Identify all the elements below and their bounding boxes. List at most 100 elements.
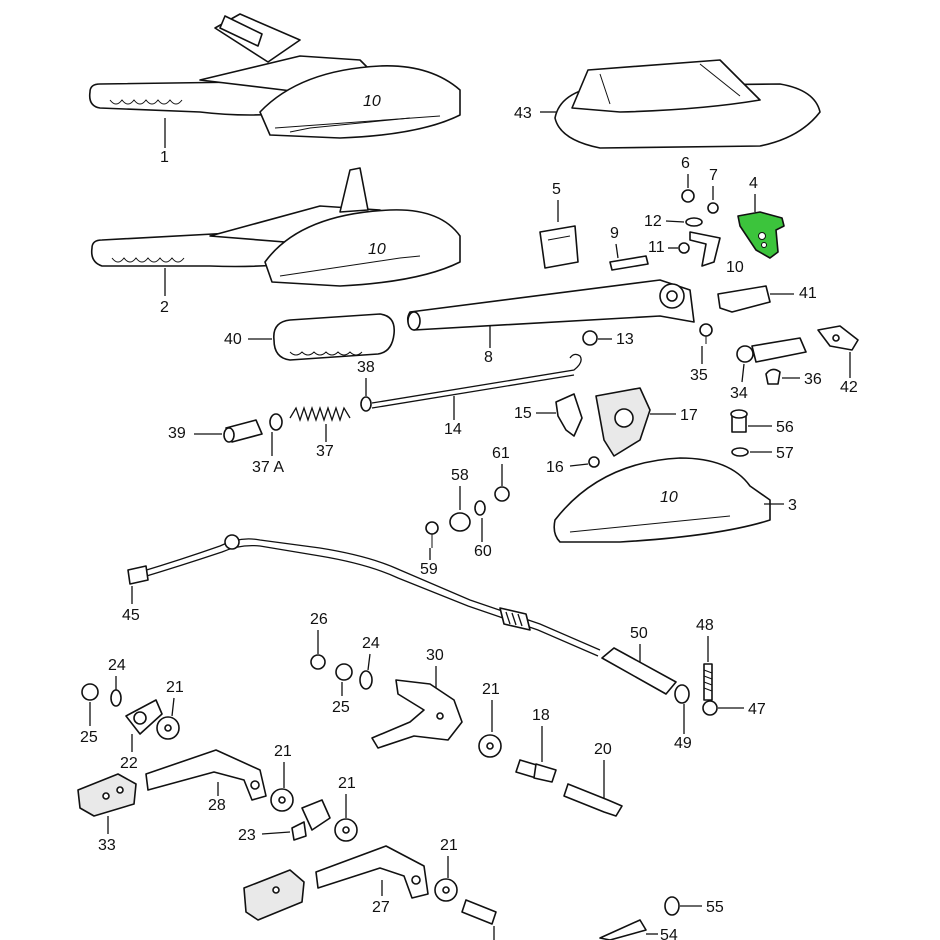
- part-15-pawl[interactable]: [555, 393, 583, 437]
- part-10-link[interactable]: [689, 231, 721, 267]
- part-22-plate-small[interactable]: [301, 799, 331, 831]
- part-59-screw[interactable]: [425, 521, 439, 548]
- part-45-brake-cable[interactable]: [127, 534, 601, 657]
- part-56-bolt[interactable]: [730, 409, 748, 433]
- part-54-rod[interactable]: [599, 919, 647, 940]
- callout-4: 4: [749, 175, 758, 192]
- part-1-handbrake-lever[interactable]: [88, 13, 461, 139]
- callout-21d: 21: [482, 681, 500, 698]
- part-3-lever-base[interactable]: [553, 457, 771, 543]
- part-13-nut[interactable]: [582, 330, 598, 346]
- part-bolt-bottom[interactable]: [461, 899, 497, 925]
- callout-40: 40: [224, 331, 242, 348]
- part-8-lever-shaft[interactable]: [406, 279, 695, 331]
- callout-61: 61: [492, 445, 510, 462]
- callout-8: 8: [484, 349, 493, 366]
- part-47-nut[interactable]: [702, 700, 718, 716]
- part-5-bracket[interactable]: [539, 225, 579, 269]
- callout-1: 1: [160, 149, 169, 166]
- callout-60: 60: [474, 543, 492, 560]
- part-16-pin[interactable]: [588, 456, 600, 468]
- part-28-lever[interactable]: [145, 749, 267, 801]
- part-21-washer-d[interactable]: [478, 734, 502, 758]
- part-27-lever[interactable]: [315, 845, 429, 899]
- callout-20: 20: [594, 741, 612, 758]
- part-22-plate[interactable]: [125, 699, 163, 735]
- part-4-highlighted-bracket[interactable]: [737, 211, 785, 259]
- callout-47: 47: [748, 701, 766, 718]
- callout-21c: 21: [338, 775, 356, 792]
- part-12-washer[interactable]: [685, 217, 703, 227]
- callout-35: 35: [690, 367, 708, 384]
- part-38-washer[interactable]: [360, 396, 372, 412]
- part-61-nut[interactable]: [494, 486, 510, 502]
- part-21-washer-b[interactable]: [270, 788, 294, 812]
- callout-5: 5: [552, 181, 561, 198]
- part-18-bolt[interactable]: [515, 759, 557, 783]
- part-36-clip[interactable]: [765, 368, 781, 385]
- part-48-stud[interactable]: [703, 663, 713, 701]
- callout-30: 30: [426, 647, 444, 664]
- part-6-bolt[interactable]: [681, 189, 695, 203]
- part-55-nut[interactable]: [664, 896, 680, 916]
- callout-10: 10: [726, 259, 744, 276]
- part-30-bracket[interactable]: [371, 679, 463, 749]
- callout-14: 14: [444, 421, 462, 438]
- part-7-nut[interactable]: [707, 202, 719, 214]
- part-43-boot[interactable]: [554, 59, 821, 149]
- part-37-spring[interactable]: [289, 405, 351, 423]
- part-35-bolt[interactable]: [699, 323, 713, 344]
- part-20-pin[interactable]: [563, 783, 623, 817]
- part-58-clamp[interactable]: [449, 512, 471, 532]
- part-25-nut-mid[interactable]: [335, 663, 353, 681]
- part-17-ratchet-sector[interactable]: [595, 387, 651, 457]
- callout-24b: 24: [362, 635, 380, 652]
- callout-28: 28: [208, 797, 226, 814]
- callout-34: 34: [730, 385, 748, 402]
- part-23-pin[interactable]: [291, 821, 307, 841]
- part-37a-ring[interactable]: [269, 413, 283, 431]
- part-2-handbrake-lever[interactable]: [90, 167, 461, 287]
- callout-11: 11: [648, 239, 665, 256]
- callout-36: 36: [804, 371, 822, 388]
- callout-21e: 21: [440, 837, 458, 854]
- callout-56: 56: [776, 419, 794, 436]
- callout-26: 26: [310, 611, 328, 628]
- callout-50: 50: [630, 625, 648, 642]
- callout-7: 7: [709, 167, 718, 184]
- callout-42: 42: [840, 379, 858, 396]
- handle-mark-2: 10: [368, 241, 386, 258]
- callout-57: 57: [776, 445, 794, 462]
- callout-3: 3: [788, 497, 797, 514]
- part-39-sleeve[interactable]: [223, 419, 263, 443]
- part-9-clip[interactable]: [609, 255, 649, 271]
- part-24-washer-mid[interactable]: [359, 670, 373, 690]
- part-21-washer-c[interactable]: [334, 818, 358, 842]
- part-60-washer[interactable]: [474, 500, 486, 516]
- callout-18: 18: [532, 707, 550, 724]
- part-26-nut[interactable]: [310, 654, 326, 670]
- part-11-bushing[interactable]: [678, 242, 690, 254]
- part-57-washer[interactable]: [731, 447, 749, 457]
- part-25-nut-left[interactable]: [81, 683, 99, 701]
- part-21-washer-e[interactable]: [434, 878, 458, 902]
- callout-55: 55: [706, 899, 724, 916]
- part-21-washer-a[interactable]: [156, 716, 180, 740]
- callout-21a: 21: [166, 679, 184, 696]
- part-34-cable-end[interactable]: [736, 337, 807, 363]
- part-40-grip[interactable]: [273, 313, 396, 361]
- part-50-sleeve[interactable]: [601, 647, 677, 695]
- part-49-washer[interactable]: [674, 684, 690, 704]
- part-33-block[interactable]: [77, 773, 137, 817]
- callout-33: 33: [98, 837, 116, 854]
- handle-mark-3: 10: [660, 489, 678, 506]
- part-block-bottom[interactable]: [243, 869, 305, 921]
- part-42-plate[interactable]: [817, 325, 859, 351]
- callout-54: 54: [660, 927, 678, 940]
- callout-13: 13: [616, 331, 634, 348]
- callout-45: 45: [122, 607, 140, 624]
- part-24-washer-left[interactable]: [110, 689, 122, 707]
- callout-16: 16: [546, 459, 564, 476]
- part-41-bracket[interactable]: [717, 285, 771, 313]
- part-14-rod[interactable]: [371, 353, 582, 409]
